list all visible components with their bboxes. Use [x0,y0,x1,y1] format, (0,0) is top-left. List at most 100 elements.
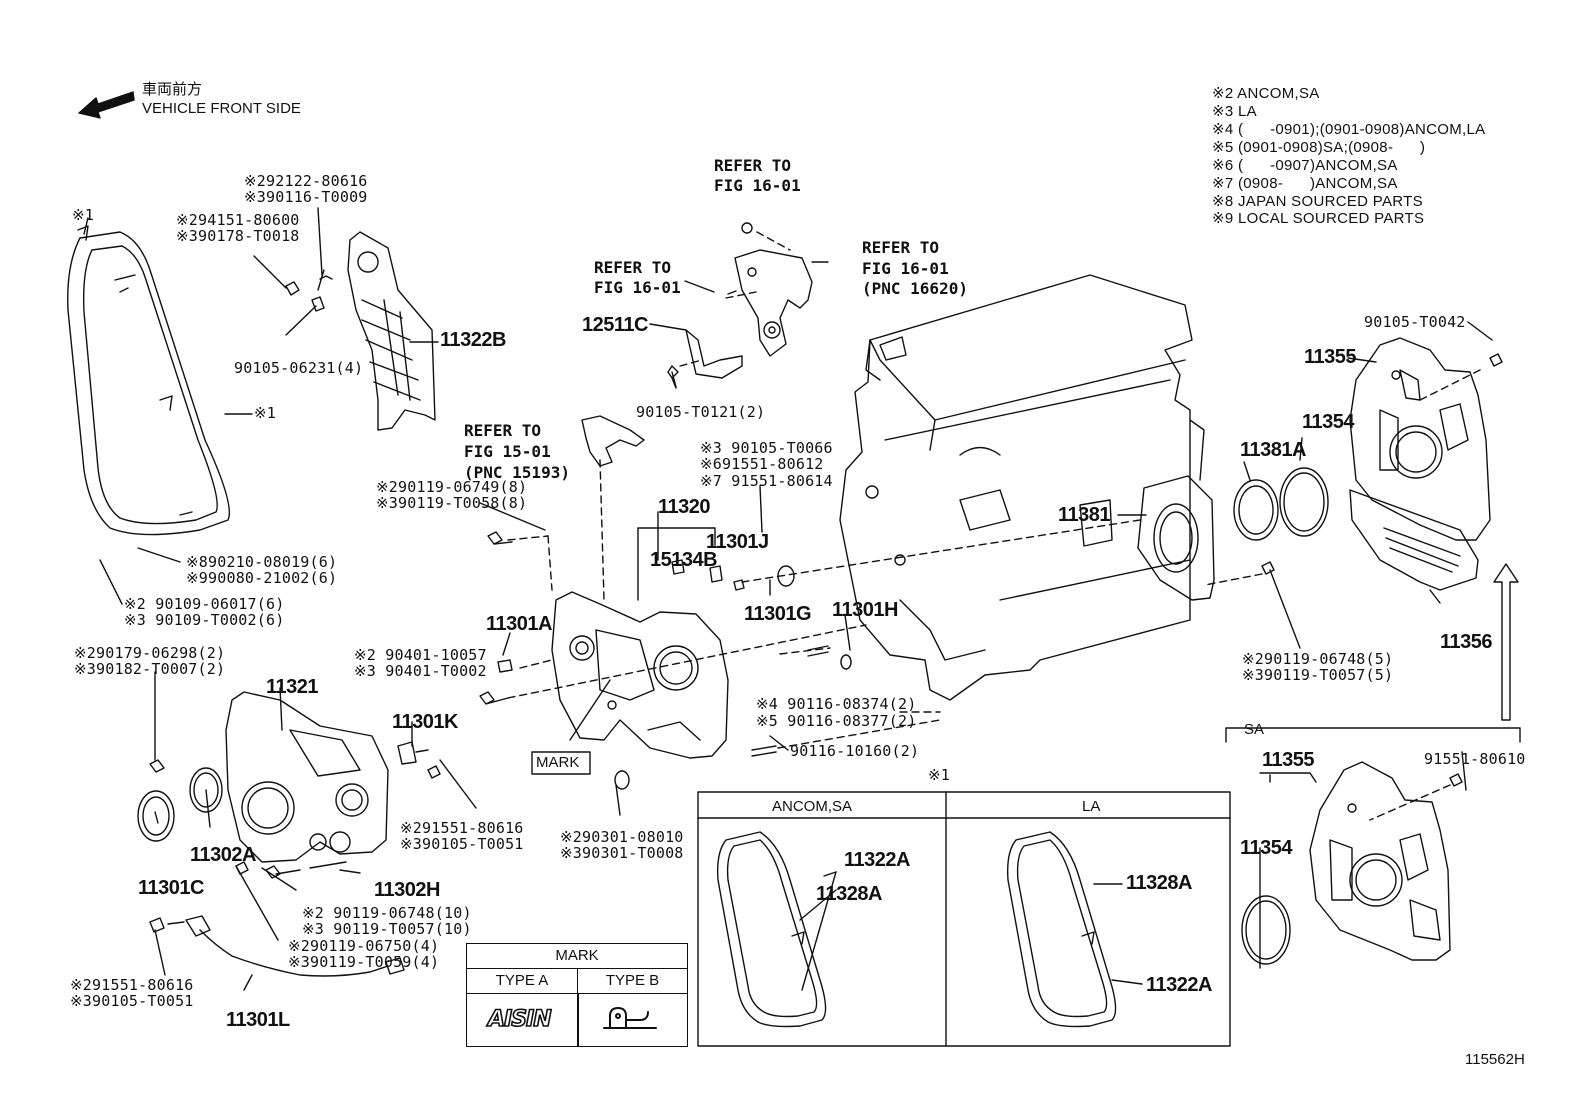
gasket-11354-top [1279,467,1329,537]
inset-part-11322a-left[interactable]: 11322A [844,849,910,871]
up-arrow-icon [1493,563,1519,721]
part-90401-t0002[interactable]: ※3 90401-T0002 [354,662,487,680]
part-91551-80614[interactable]: ※7 91551-80614 [700,472,833,490]
leader-lines [83,217,1493,991]
front-label-en: VEHICLE FRONT SIDE [142,100,301,117]
callout-x1-top: ※1 [72,206,94,224]
part-90116-t0009[interactable]: ※390116-T0009 [244,188,368,206]
part-15134b[interactable]: 15134B [650,549,718,571]
vehicle-front-arrow-icon [78,91,135,119]
seal-11301c [137,790,175,842]
part-11301h[interactable]: 11301H [832,599,898,621]
part-11320[interactable]: 11320 [658,496,711,518]
part-90119-06749[interactable]: ※290119-06749(8) [376,478,528,496]
part-11302a[interactable]: 11302A [190,844,256,866]
part-11301k[interactable]: 11301K [392,711,458,733]
part-91551-80612[interactable]: ※691551-80612 [700,455,824,473]
legend-item: ※9 LOCAL SOURCED PARTS [1212,210,1425,227]
part-90179-06298[interactable]: ※290179-06298(2) [74,644,226,662]
refer-fig16-c-line2[interactable]: FIG 16-01 [862,259,949,278]
engine-block [839,274,1205,701]
part-90178-t0018[interactable]: ※390178-T0018 [176,227,300,245]
bracket-12511c [667,329,743,389]
part-90301-08010[interactable]: ※290301-08010 [560,828,684,846]
part-90119-t0059[interactable]: ※390119-T0059(4) [288,953,440,971]
part-91551-80610[interactable]: 91551-80610 [1424,750,1526,768]
part-90105-t0042[interactable]: 90105-T0042 [1364,313,1466,331]
part-11354-top[interactable]: 11354 [1302,411,1355,433]
fig15-hose [581,415,645,467]
inset-part-11328a-left[interactable]: 11328A [816,883,882,905]
part-11302h[interactable]: 11302H [374,879,440,901]
part-91551-80616-b[interactable]: ※291551-80616 [70,976,194,994]
part-11301a[interactable]: 11301A [486,613,552,635]
front-cover-11321 [225,691,389,863]
part-90116-10160[interactable]: 90116-10160(2) [790,742,920,760]
part-90119-06750[interactable]: ※290119-06750(4) [288,937,440,955]
part-90105-t0066[interactable]: ※3 90105-T0066 [700,439,833,457]
part-11381a[interactable]: 11381A [1240,439,1306,461]
part-91551-80616-a[interactable]: ※291551-80616 [400,819,524,837]
inset-part-11328a-right[interactable]: 11328A [1126,872,1192,894]
part-90105-t0051-a[interactable]: ※390105-T0051 [400,835,524,853]
front-label-jp: 車両前方 [142,81,203,98]
part-11354-sa[interactable]: 11354 [1240,837,1293,859]
part-90119-t0058[interactable]: ※390119-T0058(8) [376,494,528,512]
type-b-symbol-icon [603,1007,657,1029]
sensor-parts [149,741,441,879]
inset-part-11322a-right[interactable]: 11322A [1146,974,1212,996]
mark-table-type-b: TYPE B [578,969,687,994]
part-90109-t0002[interactable]: ※3 90109-T0002(6) [124,611,285,629]
part-11355-sa[interactable]: 11355 [1262,749,1315,771]
part-92122-80616[interactable]: ※292122-80616 [244,172,368,190]
part-90119-06748-5[interactable]: ※290119-06748(5) [1242,650,1394,668]
inset-left-cover [716,831,837,1028]
figure-id: 115562H [1465,1051,1525,1068]
refer-fig15-line2[interactable]: FIG 15-01 [464,442,551,461]
refer-fig15-line3[interactable]: (PNC 15193) [464,463,570,482]
part-90105-t0051-b[interactable]: ※390105-T0051 [70,992,194,1010]
mark-table: MARK TYPE A TYPE B [466,943,688,1047]
part-90301-t0008[interactable]: ※390301-T0008 [560,844,684,862]
part-11356[interactable]: 11356 [1440,631,1493,653]
part-11301g[interactable]: 11301G [744,603,812,625]
refer-fig15-line1[interactable]: REFER TO [464,421,542,440]
refer-fig16-a-line1[interactable]: REFER TO [714,156,792,175]
part-12511c[interactable]: 12511C [582,314,648,336]
part-90119-06748-10[interactable]: ※2 90119-06748(10) [302,904,472,922]
part-90105-06231[interactable]: 90105-06231(4) [234,359,364,377]
refer-fig16-b-line1[interactable]: REFER TO [594,258,672,277]
part-11321[interactable]: 11321 [266,676,319,698]
part-90116-08377[interactable]: ※5 90116-08377(2) [756,712,917,730]
part-90182-t0007[interactable]: ※390182-T0007(2) [74,660,226,678]
part-11381[interactable]: 11381 [1058,504,1111,526]
part-90119-t0057-10[interactable]: ※3 90119-T0057(10) [302,920,472,938]
legend-item: ※8 JAPAN SOURCED PARTS [1212,193,1423,210]
part-90401-10057[interactable]: ※2 90401-10057 [354,646,487,664]
part-90116-08374[interactable]: ※4 90116-08374(2) [756,695,917,713]
refer-fig16-c-line3[interactable]: (PNC 16620) [862,279,968,298]
sensor-11301l [149,915,405,977]
part-11301j[interactable]: 11301J [706,531,769,553]
legend-item: ※3 LA [1212,103,1257,120]
mark-table-divider [577,993,579,1047]
legend-item: ※5 (0901-0908)SA;(0908- ) [1212,139,1426,156]
timing-case-plate-11322b [347,231,436,431]
part-90080-21002[interactable]: ※990080-21002(6) [186,569,338,587]
mark-table-type-a: TYPE A [467,969,578,994]
callout-x1-side: ※1 [254,404,276,422]
part-90210-08019[interactable]: ※890210-08019(6) [186,553,338,571]
part-11322b[interactable]: 11322B [440,329,506,351]
part-90109-06017[interactable]: ※2 90109-06017(6) [124,595,285,613]
refer-fig16-b-line2[interactable]: FIG 16-01 [594,278,681,297]
refer-fig16-a-line2[interactable]: FIG 16-01 [714,176,801,195]
part-90119-t0057-5[interactable]: ※390119-T0057(5) [1242,666,1394,684]
part-11301l[interactable]: 11301L [226,1009,290,1031]
part-11355-top[interactable]: 11355 [1304,346,1357,368]
part-94151-80600[interactable]: ※294151-80600 [176,211,300,229]
legend-item: ※2 ANCOM,SA [1212,85,1320,102]
part-11301c[interactable]: 11301C [138,877,204,899]
part-90105-t0121[interactable]: 90105-T0121(2) [636,403,766,421]
refer-fig16-c-line1[interactable]: REFER TO [862,238,940,257]
